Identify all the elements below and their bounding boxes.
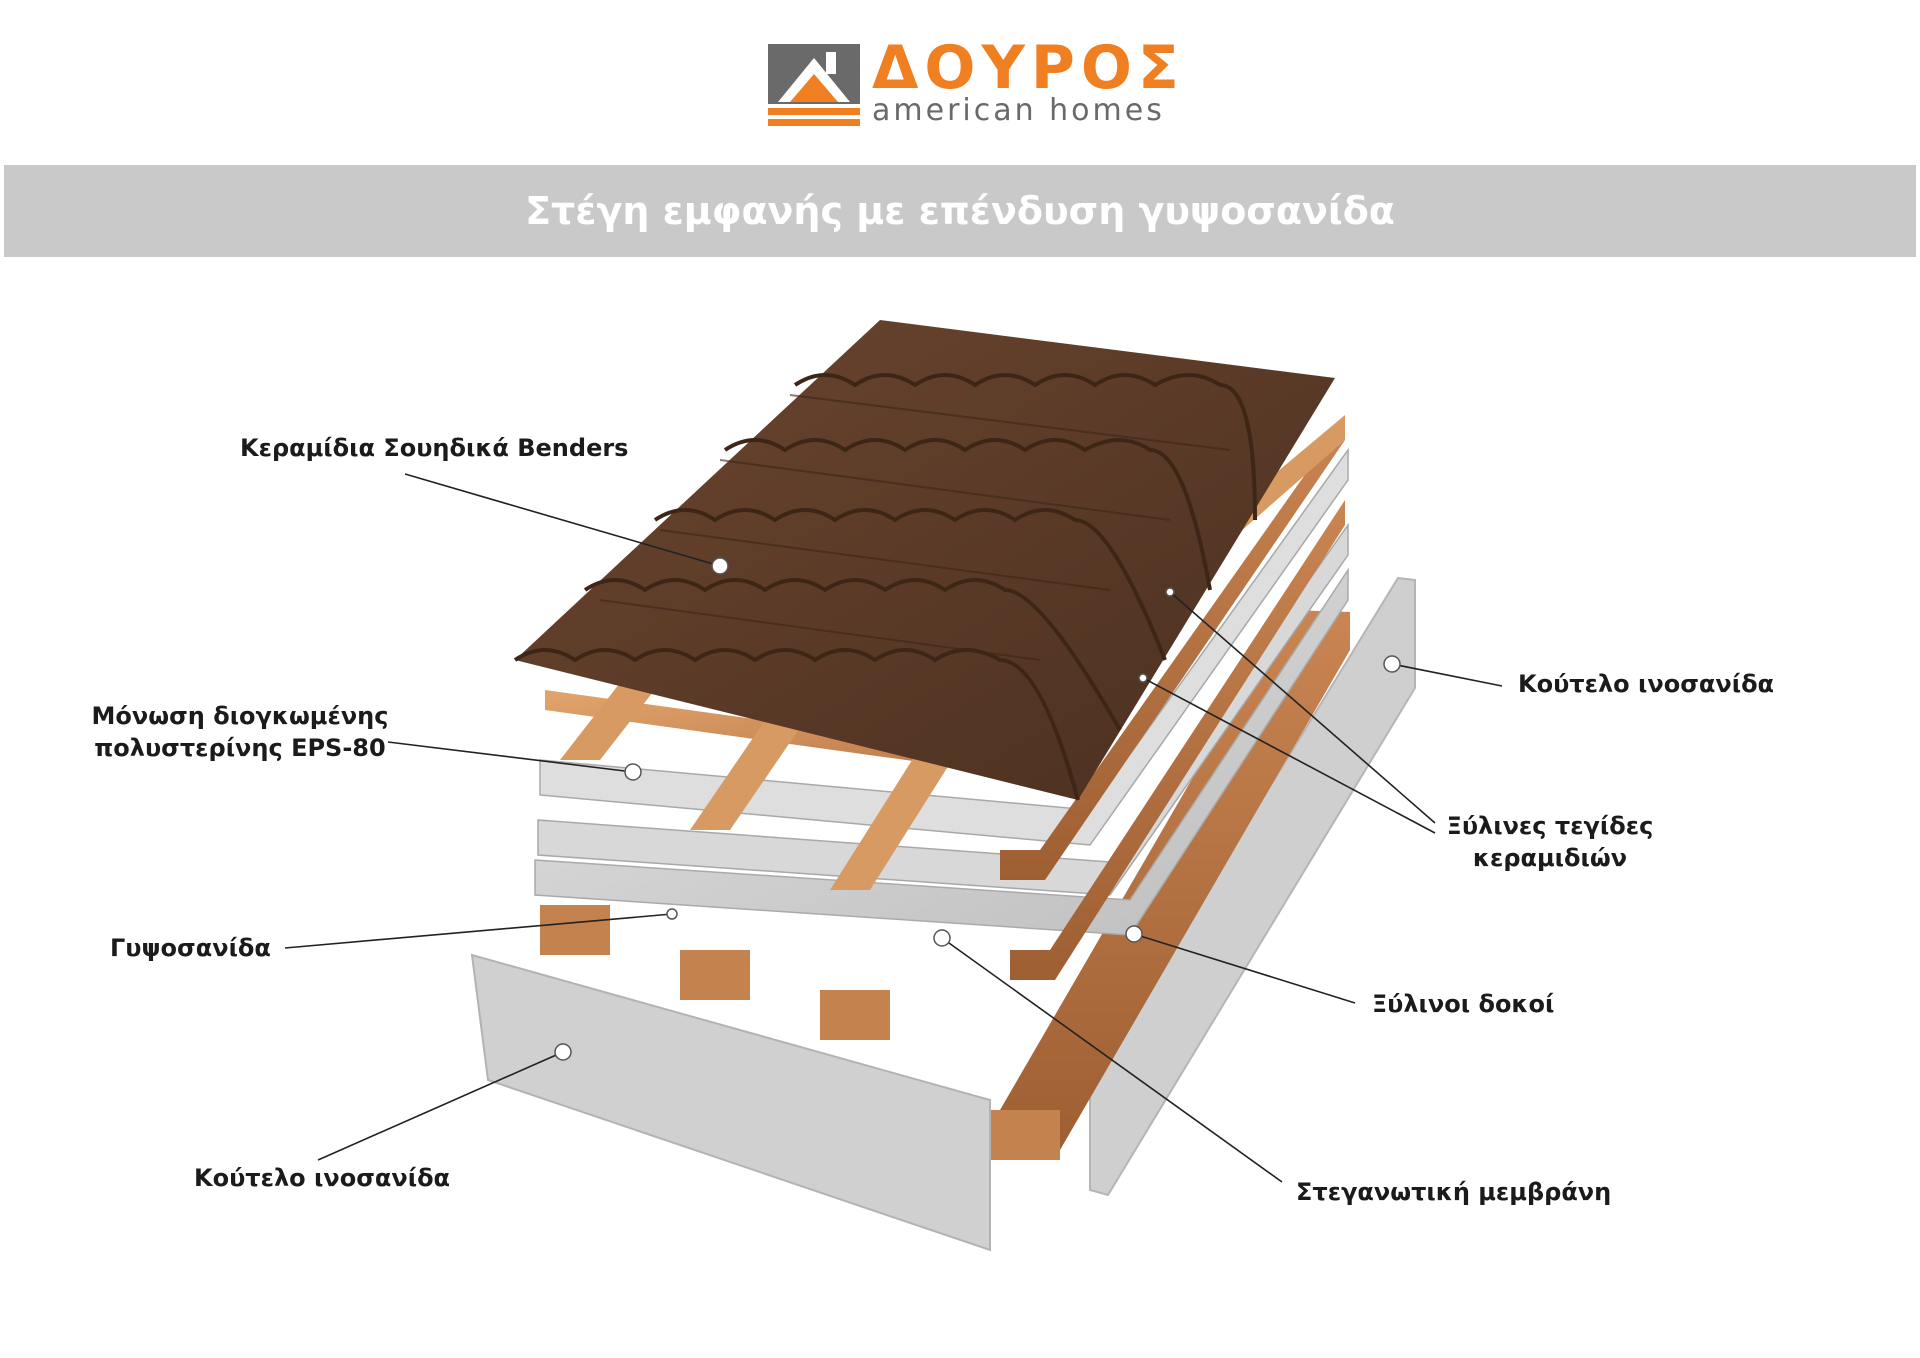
leader-lines (284, 473, 1503, 1183)
label-roof-tiles: Κεραμίδια Σουηδικά Benders (240, 434, 629, 462)
brand-name: ΔΟΥΡΟΣ (872, 33, 1185, 103)
marker-dots (554, 557, 1401, 1061)
house-roof-icon (768, 44, 860, 126)
label-membrane: Στεγανωτική μεμβράνη (1296, 1178, 1612, 1206)
title-band: Στέγη εμφανής με επένδυση γυψοσανίδα (4, 165, 1916, 257)
logo: ΔΟΥΡΟΣ american homes (768, 38, 1179, 134)
brand-tagline: american homes (872, 93, 1165, 128)
fascia-board-left (470, 953, 991, 1252)
roof-tiles (513, 320, 1335, 801)
wooden-beams (540, 610, 1350, 1160)
label-battens: Ξύλινες τεγίδες κεραμιδιών (1440, 810, 1660, 874)
label-fascia-left: Κούτελο ινοσανίδα (194, 1164, 451, 1192)
label-insulation-line1: Μόνωση διογκωμένης (91, 702, 389, 730)
gypsum-board (534, 567, 1349, 936)
label-wooden-beams: Ξύλινοι δοκοί (1372, 990, 1555, 1018)
label-gypsum-board: Γυψοσανίδα (110, 934, 271, 962)
label-fascia-right: Κούτελο ινοσανίδα (1518, 670, 1775, 698)
label-battens-line2: κεραμιδιών (1472, 844, 1628, 872)
label-insulation: Μόνωση διογκωμένης πολυστερίνης EPS-80 (90, 700, 390, 764)
label-battens-line1: Ξύλινες τεγίδες (1446, 812, 1654, 840)
page-title: Στέγη εμφανής με επένδυση γυψοσανίδα (525, 189, 1395, 233)
label-insulation-line2: πολυστερίνης EPS-80 (94, 734, 386, 762)
